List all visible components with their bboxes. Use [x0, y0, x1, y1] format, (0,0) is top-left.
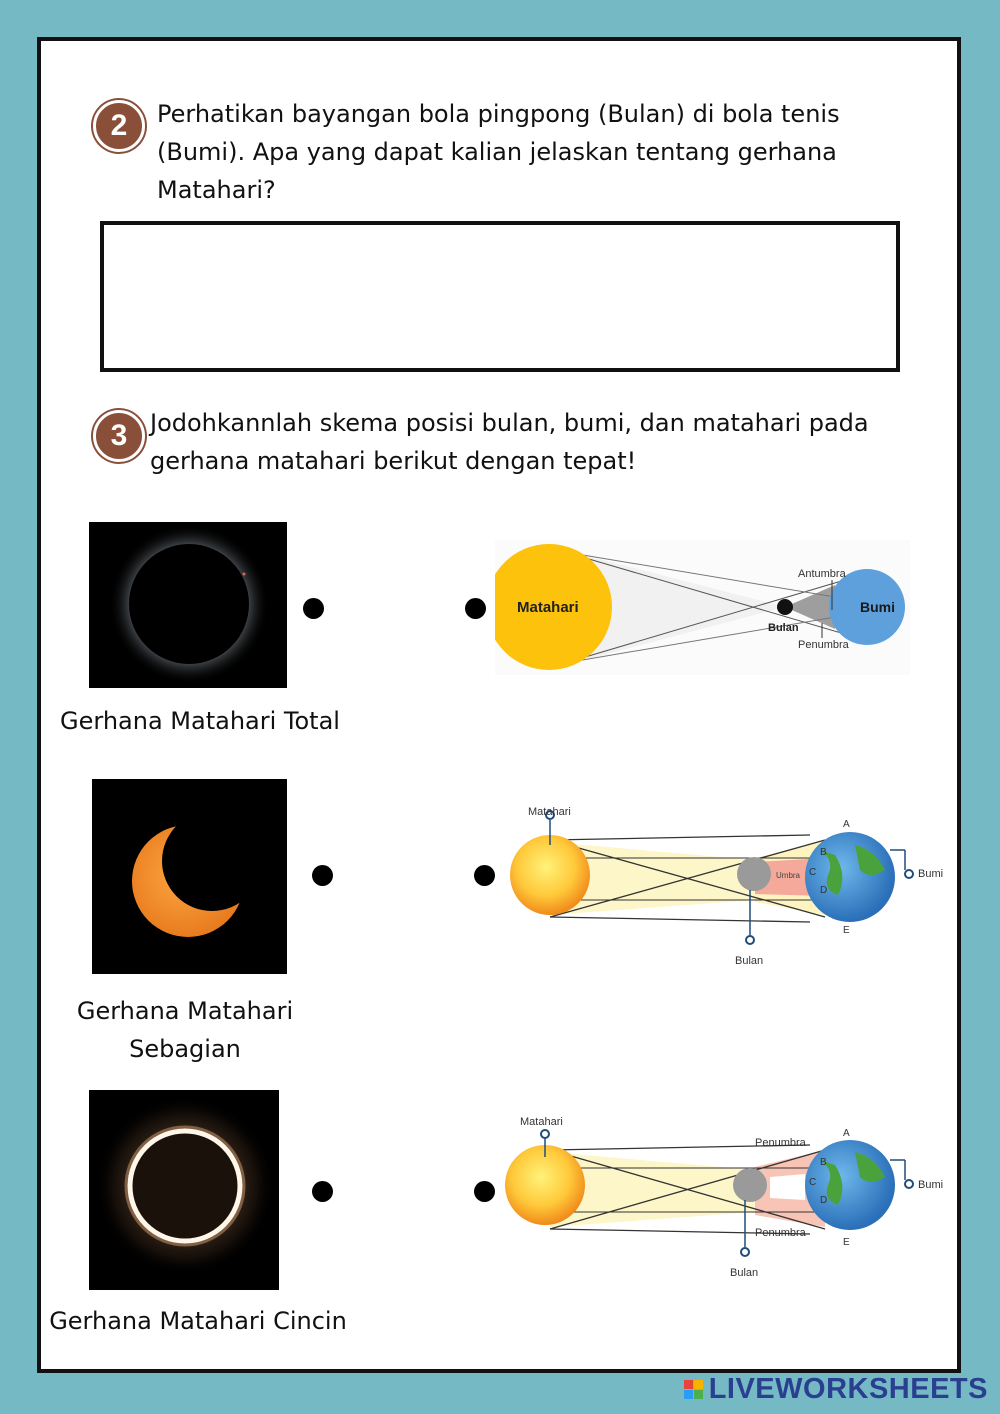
question-3-text: Jodohkannlah skema posisi bulan, bumi, d…	[150, 404, 910, 480]
question-2-text: Perhatikan bayangan bola pingpong (Bulan…	[157, 95, 897, 209]
point-b-label: B	[820, 1157, 827, 1168]
moon-circle	[777, 599, 793, 615]
match-dot-left-2[interactable]	[312, 865, 333, 886]
umbra-label: Umbra	[776, 871, 801, 880]
question-number-badge: 3	[93, 410, 145, 462]
sun-circle	[495, 544, 612, 670]
match-dot-right-2[interactable]	[474, 865, 495, 886]
sun-circle	[505, 1145, 585, 1225]
logo-text: LIVEWORKSHEETS	[708, 1373, 988, 1405]
caption-partial-line-1: Gerhana Matahari	[76, 997, 294, 1025]
question-2-line-1: Perhatikan bayangan bola pingpong (Bulan…	[157, 100, 840, 128]
moon-circle	[737, 857, 771, 891]
sun-label: Matahari	[528, 806, 571, 818]
diagram-umbra: Matahari Bulan Bumi Umbra A B C D E	[510, 806, 943, 967]
penumbra-label: Penumbra	[798, 639, 850, 651]
question-2-line-3: Matahari?	[157, 176, 276, 204]
answer-text-box[interactable]	[100, 221, 900, 372]
earth-circle	[805, 1140, 895, 1230]
question-number-badge: 2	[93, 100, 145, 152]
earth-circle	[805, 832, 895, 922]
moon-label: Bulan	[768, 622, 799, 634]
point-a-label: A	[843, 819, 850, 830]
point-b-label: B	[820, 847, 827, 858]
sun-circle	[510, 835, 590, 915]
point-e-label: E	[843, 925, 850, 936]
question-3-line-2: gerhana matahari berikut dengan tepat!	[150, 447, 637, 475]
point-e-label: E	[843, 1237, 850, 1248]
moon-label: Bulan	[730, 1267, 758, 1279]
liveworksheets-logo: LIVEWORKSHEETS	[683, 1373, 988, 1406]
caption-annular-eclipse: Gerhana Matahari Cincin	[49, 1307, 347, 1335]
diagram-antumbra: Matahari Bumi Bulan Antumbra Penumbra	[495, 540, 910, 675]
earth-circle	[829, 569, 905, 645]
moon-circle	[733, 1168, 767, 1202]
total-eclipse-photo	[89, 522, 287, 688]
point-d-label: D	[820, 885, 827, 896]
point-c-label: C	[809, 1177, 816, 1188]
penumbra-top-label: Penumbra	[755, 1137, 807, 1149]
caption-partial-eclipse: Gerhana Matahari Sebagian	[40, 992, 330, 1068]
question-2-line-2: (Bumi). Apa yang dapat kalian jelaskan t…	[157, 138, 837, 166]
annular-eclipse-photo	[89, 1090, 279, 1290]
match-dot-right-3[interactable]	[474, 1181, 495, 1202]
diagram-penumbra: Matahari Bulan Bumi Penumbra Penumbra A …	[505, 1116, 943, 1279]
match-dot-right-1[interactable]	[465, 598, 486, 619]
earth-label: Bumi	[918, 1179, 943, 1191]
match-dot-left-1[interactable]	[303, 598, 324, 619]
partial-eclipse-photo	[92, 779, 287, 974]
caption-partial-line-2: Sebagian	[129, 1035, 241, 1063]
match-dot-left-3[interactable]	[312, 1181, 333, 1202]
earth-label: Bumi	[860, 599, 895, 615]
earth-label: Bumi	[918, 868, 943, 880]
point-a-label: A	[843, 1128, 850, 1139]
penumbra-bottom-label: Penumbra	[755, 1227, 807, 1239]
caption-total-eclipse: Gerhana Matahari Total	[60, 707, 340, 735]
antumbra-label: Antumbra	[798, 568, 847, 580]
point-d-label: D	[820, 1195, 827, 1206]
liveworksheets-mark-icon	[683, 1380, 703, 1399]
moon-label: Bulan	[735, 955, 763, 967]
sun-label: Matahari	[517, 599, 579, 616]
point-c-label: C	[809, 867, 816, 878]
question-3-line-1: Jodohkannlah skema posisi bulan, bumi, d…	[150, 409, 869, 437]
sun-label: Matahari	[520, 1116, 563, 1128]
